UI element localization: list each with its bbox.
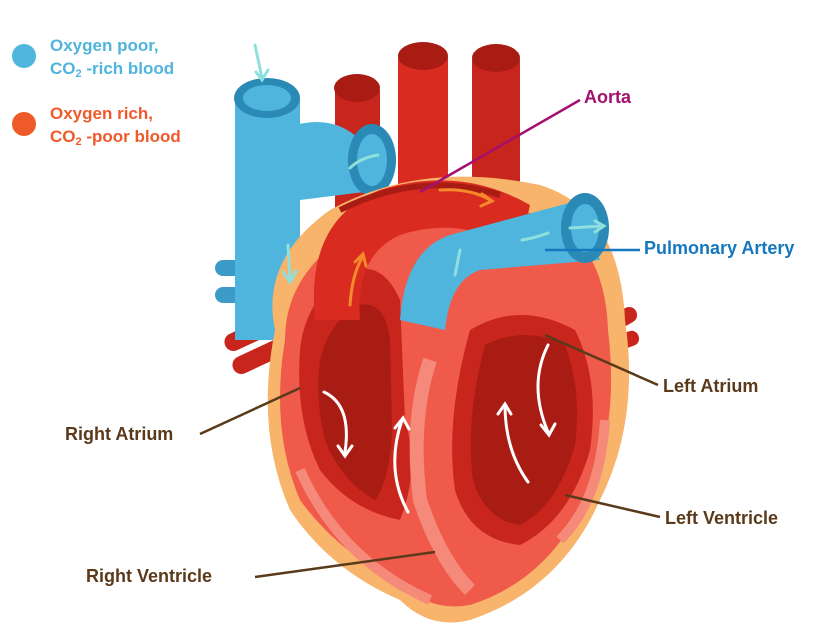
leader-left-atrium (544, 333, 659, 387)
legend-oxygen-poor: Oxygen poor, CO2 -rich blood (12, 34, 174, 86)
legend-dot-orange (12, 112, 36, 136)
label-left-ventricle: Left Ventricle (665, 508, 779, 528)
heart-body (267, 176, 630, 623)
leader-aorta (419, 98, 581, 194)
leader-lines (199, 98, 661, 579)
label-right-atrium: Right Atrium (65, 424, 174, 444)
aortic-arch (313, 180, 530, 320)
legend-text-poor: Oxygen poor, CO2 -rich blood (50, 36, 175, 80)
label-pulmonary-artery: Pulmonary Artery (644, 238, 795, 258)
label-right-ventricle: Right Ventricle (86, 566, 213, 586)
label-left-atrium: Left Atrium (663, 376, 759, 396)
leader-left-ventricle (564, 493, 661, 519)
label-aorta: Aorta (584, 87, 632, 107)
legend-dot-blue (12, 44, 36, 68)
flow-arrows (253, 43, 607, 514)
leader-right-ventricle (254, 550, 436, 579)
legend-oxygen-rich: Oxygen rich, CO2 -poor blood (12, 102, 181, 154)
legend-text-rich: Oxygen rich, CO2 -poor blood (50, 104, 181, 148)
leader-right-atrium (199, 386, 301, 436)
